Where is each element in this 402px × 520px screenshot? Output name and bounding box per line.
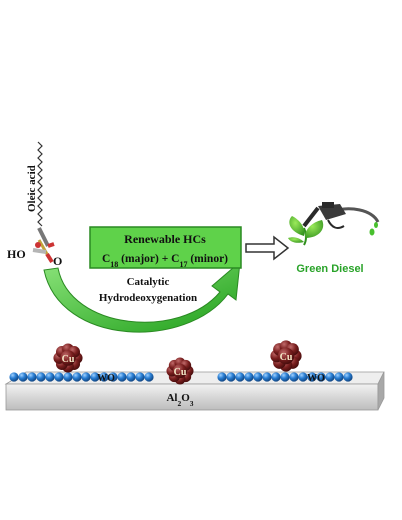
curved-reaction-arrow	[43, 260, 241, 333]
oleic-acid-label: Oleic acid	[26, 165, 38, 212]
oxygen-label: O	[53, 254, 62, 268]
wo-sphere	[81, 372, 91, 382]
wo-sphere	[334, 372, 344, 382]
process-label-line1: Catalytic	[127, 276, 170, 288]
wo-sphere	[108, 372, 118, 382]
support-label: Al2O3	[166, 392, 193, 408]
wo-sphere	[316, 372, 326, 382]
wo-sphere	[253, 372, 263, 382]
wo-sphere	[289, 372, 299, 382]
wo-sphere	[27, 372, 37, 382]
wo-sphere	[36, 372, 46, 382]
copper-particle: Cu	[166, 357, 194, 385]
wo-sphere	[144, 372, 154, 382]
copper-label: Cu	[280, 352, 293, 363]
copper-label: Cu	[174, 367, 187, 378]
product-box-composition: C18 (major) + C17 (minor)	[102, 253, 228, 269]
wo-sphere	[325, 372, 335, 382]
wo-sphere	[72, 372, 82, 382]
wo-sphere	[307, 372, 317, 382]
wo-sphere	[271, 372, 281, 382]
copper-label: Cu	[62, 354, 75, 365]
wo-sphere	[217, 372, 227, 382]
wo-sphere	[99, 372, 109, 382]
renewable-hydrocarbons-box: Renewable HCs C18 (major) + C17 (minor)	[89, 226, 242, 269]
wo-label-2: WO	[307, 373, 325, 384]
wo-label-1: WO	[97, 373, 115, 384]
wo-sphere	[126, 372, 136, 382]
wo-sphere	[343, 372, 353, 382]
carboxyl-group-model	[32, 227, 55, 264]
wo-sphere	[226, 372, 236, 382]
wo-sphere	[262, 372, 272, 382]
green-diesel-label: Green Diesel	[296, 263, 363, 275]
hydroxyl-label: HO	[7, 247, 26, 261]
wo-sphere	[18, 372, 28, 382]
process-label-line2: Hydrodeoxygenation	[99, 292, 197, 304]
wo-sphere	[244, 372, 254, 382]
wo-sphere	[280, 372, 290, 382]
copper-particle: Cu	[53, 343, 83, 373]
wo-sphere	[9, 372, 19, 382]
wo-sphere	[54, 372, 64, 382]
green-diesel-nozzle-icon	[288, 202, 380, 246]
oleic-acid-molecule: Oleic acid HO O	[7, 141, 62, 268]
wo-sphere	[298, 372, 308, 382]
copper-particle: Cu	[270, 340, 302, 372]
wo-sphere	[63, 372, 73, 382]
product-box-title: Renewable HCs	[124, 232, 206, 246]
wo-sphere	[90, 372, 100, 382]
wo-sphere	[135, 372, 145, 382]
output-arrow	[245, 235, 290, 261]
wo-sphere	[235, 372, 245, 382]
alkyl-chain	[37, 141, 43, 227]
tungsten-oxide-sphere-layer	[9, 372, 353, 382]
wo-sphere	[117, 372, 127, 382]
wo-sphere	[45, 372, 55, 382]
